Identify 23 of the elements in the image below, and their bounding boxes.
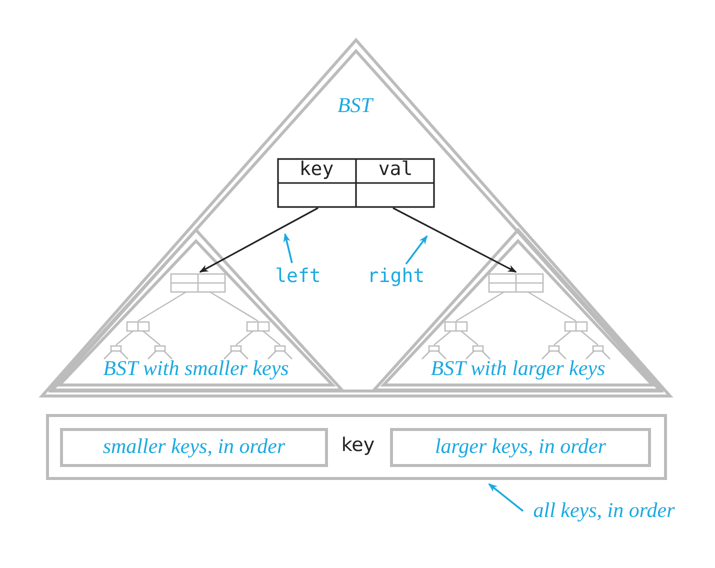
subtree-label: BST with smaller keys — [102, 356, 290, 382]
range-label: smaller keys, in order — [102, 434, 286, 460]
tree-triangle — [40, 38, 672, 398]
leader-line — [405, 235, 428, 265]
pointer-label: right — [366, 265, 426, 288]
field-name: key — [298, 158, 335, 181]
node-record — [277, 158, 435, 208]
subtree-triangle — [48, 228, 344, 392]
leader-line — [283, 233, 293, 264]
sequence-box — [60, 428, 328, 467]
sequence-box — [46, 414, 667, 480]
pointer-arrow — [199, 207, 318, 273]
range-label: larger keys, in order — [434, 434, 608, 460]
pointer-label: left — [274, 265, 322, 288]
pointer-arrow — [392, 207, 517, 273]
subtree-label: BST with larger keys — [430, 356, 606, 382]
sequence-box — [390, 428, 651, 467]
tree-label: BST — [336, 93, 375, 118]
leader-line — [488, 483, 524, 512]
key-label: key — [340, 434, 376, 457]
field-name: val — [377, 158, 414, 181]
subtree-triangle — [372, 228, 664, 392]
annotation-label: all keys, in order — [532, 498, 676, 524]
